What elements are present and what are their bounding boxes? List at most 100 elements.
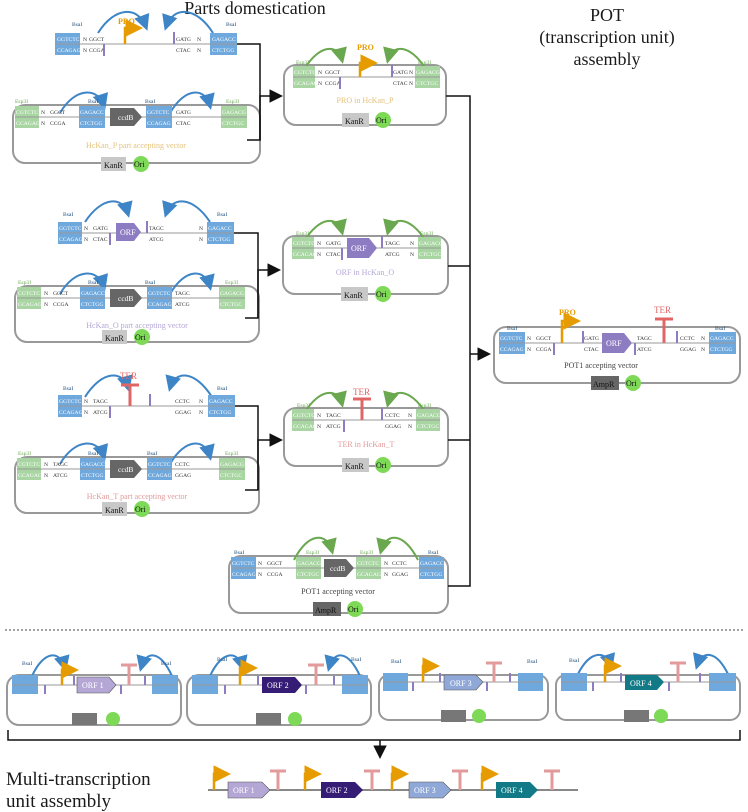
multi-plasmid-4: BsaI ORF 4 <box>555 652 741 723</box>
svg-text:BsaI: BsaI <box>391 659 401 665</box>
svg-text:GAGACC: GAGACC <box>80 110 104 116</box>
svg-text:TAGC: TAGC <box>175 291 190 297</box>
svg-text:PRO: PRO <box>357 43 374 52</box>
svg-text:GCAGAG: GCAGAG <box>294 81 318 87</box>
svg-text:BsaI: BsaI <box>161 661 171 667</box>
svg-text:GCAGAG: GCAGAG <box>357 572 381 578</box>
svg-text:ORF 3: ORF 3 <box>414 786 436 795</box>
svg-text:N: N <box>408 413 412 419</box>
svg-text:GCAGAG: GCAGAG <box>16 121 40 127</box>
svg-text:BsaI: BsaI <box>217 386 227 392</box>
svg-text:CTAC: CTAC <box>176 121 191 127</box>
ter-insert: BsaI BsaI GGTCTC CCAGAG N N TAGC ATCG TE… <box>58 371 235 418</box>
svg-text:N: N <box>410 252 414 258</box>
svg-text:GGCT: GGCT <box>325 70 341 76</box>
svg-text:GGAG: GGAG <box>175 473 191 479</box>
svg-text:TER in HcKan_T: TER in HcKan_T <box>338 440 395 449</box>
svg-text:TER: TER <box>353 387 370 397</box>
svg-text:ATCG: ATCG <box>385 252 400 258</box>
orf-in-hckan-o: Esp3I Esp3I CGTCTC GCAGAG N N GATG CTAC … <box>282 218 449 302</box>
svg-text:GGAG: GGAG <box>385 424 401 430</box>
ccdb-label: ccdB <box>118 113 133 122</box>
svg-text:Ori: Ori <box>134 160 145 169</box>
multi-heading-line2: unit assembly <box>6 791 112 812</box>
svg-text:N: N <box>701 336 705 342</box>
svg-text:TAGC: TAGC <box>326 413 341 419</box>
svg-text:N: N <box>44 291 48 297</box>
svg-text:TAGC: TAGC <box>637 336 652 342</box>
svg-text:CCGA: CCGA <box>50 121 66 127</box>
svg-text:GAGACG: GAGACG <box>297 561 321 567</box>
svg-text:ORF: ORF <box>351 244 367 253</box>
svg-text:HcKan_T part accepting vector: HcKan_T part accepting vector <box>87 492 188 501</box>
svg-text:CTCTGG: CTCTGG <box>212 48 234 54</box>
svg-text:GGTCTC: GGTCTC <box>148 291 171 297</box>
svg-text:N: N <box>410 241 414 247</box>
svg-text:N: N <box>317 241 321 247</box>
svg-text:CCGA: CCGA <box>89 48 105 54</box>
svg-text:GGAG: GGAG <box>392 572 408 578</box>
svg-text:GAGACG: GAGACG <box>220 291 244 297</box>
svg-text:ATCG: ATCG <box>149 237 164 243</box>
svg-text:CCAGAG: CCAGAG <box>232 572 256 578</box>
svg-text:GATG: GATG <box>584 336 599 342</box>
svg-text:Ori: Ori <box>348 605 359 614</box>
svg-text:CCTC: CCTC <box>175 399 190 405</box>
pro-insert: BsaI BsaI GGTCTC CCAGAG N GGCT N CCGA PR… <box>55 10 237 56</box>
svg-text:GAGACC: GAGACC <box>212 37 236 43</box>
svg-text:CTCTGG: CTCTGG <box>209 410 231 416</box>
svg-text:ATCG: ATCG <box>53 473 68 479</box>
svg-text:CCTC: CCTC <box>385 413 400 419</box>
svg-text:CCAGAG: CCAGAG <box>147 121 171 127</box>
svg-text:Ori: Ori <box>626 379 637 388</box>
svg-text:CTCTGC: CTCTGC <box>220 473 242 479</box>
svg-text:Esp3I: Esp3I <box>226 99 239 105</box>
svg-text:BsaI: BsaI <box>147 451 157 457</box>
svg-text:ATCG: ATCG <box>637 347 652 353</box>
svg-text:ORF 4: ORF 4 <box>501 786 523 795</box>
svg-text:CGTCTC: CGTCTC <box>18 291 40 297</box>
svg-text:GGAG: GGAG <box>175 410 191 416</box>
svg-text:GATG: GATG <box>326 241 341 247</box>
svg-text:GAGACC: GAGACC <box>710 336 734 342</box>
final-construct: ORF 1 ORF 2 ORF 3 ORF 4 <box>208 765 578 799</box>
svg-text:Esp3I: Esp3I <box>360 550 373 556</box>
svg-text:N: N <box>409 81 413 87</box>
svg-text:N: N <box>197 37 201 43</box>
svg-text:PRO in HcKan_P: PRO in HcKan_P <box>337 96 394 105</box>
svg-text:CCGA: CCGA <box>53 302 69 308</box>
svg-text:CTCTGC: CTCTGC <box>222 121 244 127</box>
svg-text:Ori: Ori <box>376 116 387 125</box>
heading-pot-line3: assembly <box>574 49 641 69</box>
svg-text:CCAGAG: CCAGAG <box>148 302 172 308</box>
svg-text:CTCTGG: CTCTGG <box>81 473 103 479</box>
svg-text:N: N <box>84 226 88 232</box>
svg-text:BsaI: BsaI <box>351 657 361 663</box>
svg-text:TAGC: TAGC <box>53 462 68 468</box>
svg-text:CTCTGC: CTCTGC <box>297 572 319 578</box>
orf-label: ORF 1 <box>82 681 104 690</box>
svg-text:GGTCTC: GGTCTC <box>148 462 171 468</box>
svg-text:AmpR: AmpR <box>593 380 615 389</box>
svg-text:N: N <box>84 399 88 405</box>
svg-text:BsaI: BsaI <box>22 661 32 667</box>
svg-text:CTCTGG: CTCTGG <box>80 121 102 127</box>
svg-text:GCAGAG: GCAGAG <box>18 302 42 308</box>
svg-text:CGTCTC: CGTCTC <box>294 70 316 76</box>
multi-plasmid-3: BsaI BsaI ORF 3 <box>378 657 549 723</box>
svg-text:GAGACC: GAGACC <box>208 226 232 232</box>
svg-text:N: N <box>41 110 45 116</box>
svg-text:GAGACC: GAGACC <box>81 291 105 297</box>
svg-text:ORF 1: ORF 1 <box>233 786 255 795</box>
svg-text:GCAGAG: GCAGAG <box>18 473 42 479</box>
svg-text:BsaI: BsaI <box>88 99 98 105</box>
bsai-label: BsaI <box>72 22 82 28</box>
svg-text:Ori: Ori <box>135 333 146 342</box>
svg-text:CCAGAG: CCAGAG <box>500 347 524 353</box>
svg-text:N: N <box>84 237 88 243</box>
svg-text:CTCTGC: CTCTGC <box>220 302 242 308</box>
svg-text:CTCTGC: CTCTGC <box>417 424 439 430</box>
svg-text:CCTC: CCTC <box>175 462 190 468</box>
svg-text:CTAC: CTAC <box>176 48 191 54</box>
svg-text:GGCT: GGCT <box>267 561 283 567</box>
